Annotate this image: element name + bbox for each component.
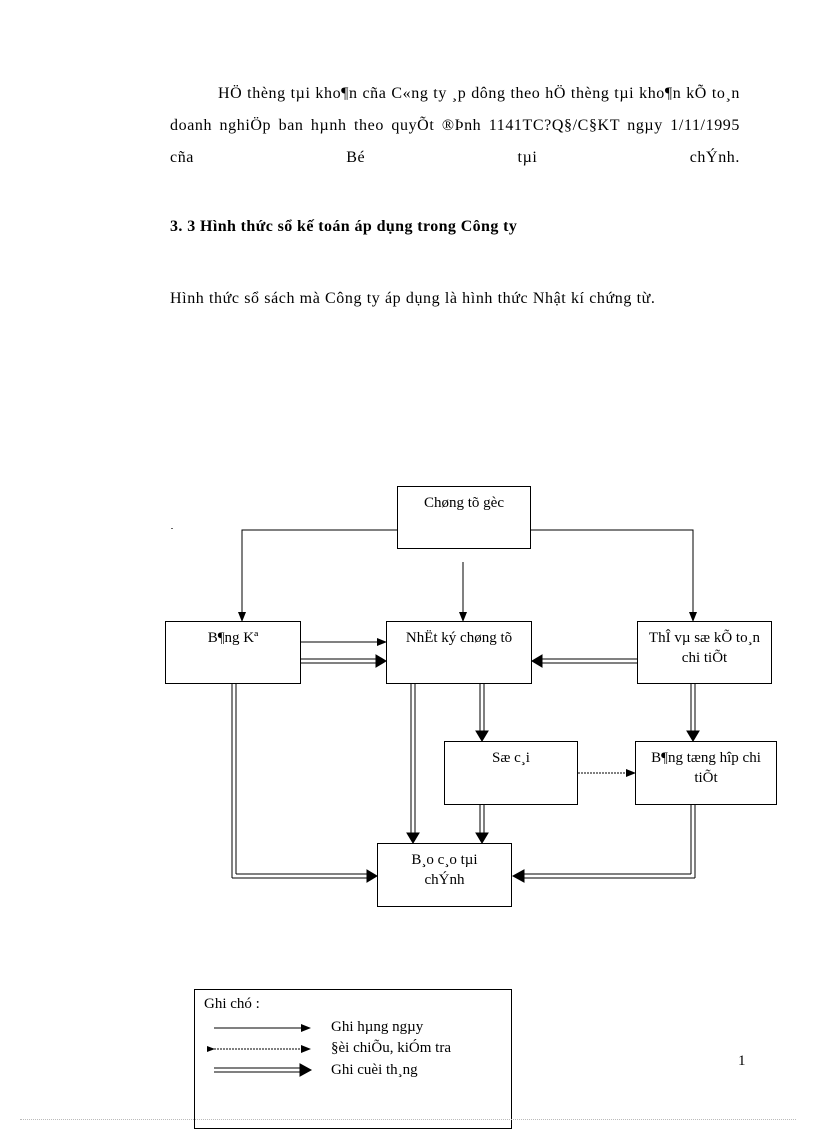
legend-title: Ghi chó : (204, 996, 260, 1012)
legend-daily: Ghi hµng ngµy (331, 1019, 424, 1035)
paragraph-accounts: HÖ thèng tµi kho¶n cña C«ng ty ¸p dông t… (170, 85, 740, 166)
legend-check: §èi chiÕu, kiÓm tra (331, 1040, 451, 1056)
page-footer-divider (20, 1119, 796, 1120)
box-bang-tong-hop-label: B¶ng tæng hîp chi tiÕt (651, 750, 761, 786)
legend-end: Ghi cuèi th¸ng (331, 1062, 418, 1078)
box-bang-tong-hop: B¶ng tæng hîp chi tiÕt (635, 741, 777, 805)
stray-dot (171, 528, 173, 529)
paragraph-bookkeeping-form: Hình thức sổ sách mà Công ty áp dụng là … (170, 290, 656, 307)
box-nhat-ky: NhËt ký chøng tõ (386, 621, 532, 684)
box-so-cai-label: Sæ c¸i (492, 750, 530, 766)
box-nhat-ky-label: NhËt ký chøng tõ (405, 630, 513, 646)
box-bao-cao: B¸o c¸o tµi chÝnh (377, 843, 512, 907)
box-the-va-so-label: ThÎ vµ sæ kÕ to¸n chi tiÕt (648, 630, 761, 666)
box-chung-tu-goc-label: Chøng tõ gèc (424, 495, 504, 511)
box-chung-tu-goc: Chøng tõ gèc (397, 486, 531, 549)
box-bao-cao-label: B¸o c¸o tµi chÝnh (411, 852, 478, 888)
page-number: 1 (738, 1053, 746, 1069)
box-so-cai: Sæ c¸i (444, 741, 578, 805)
section-heading: 3. 3 Hình thức sổ kế toán áp dụng trong … (170, 218, 518, 235)
legend-box: Ghi chó : Ghi hµng ngµy §èi chiÕu, kiÓm … (194, 989, 512, 1129)
box-bang-ke: B¶ng Kª (165, 621, 301, 684)
box-the-va-so: ThÎ vµ sæ kÕ to¸n chi tiÕt (637, 621, 772, 684)
box-bang-ke-label: B¶ng Kª (207, 630, 259, 646)
